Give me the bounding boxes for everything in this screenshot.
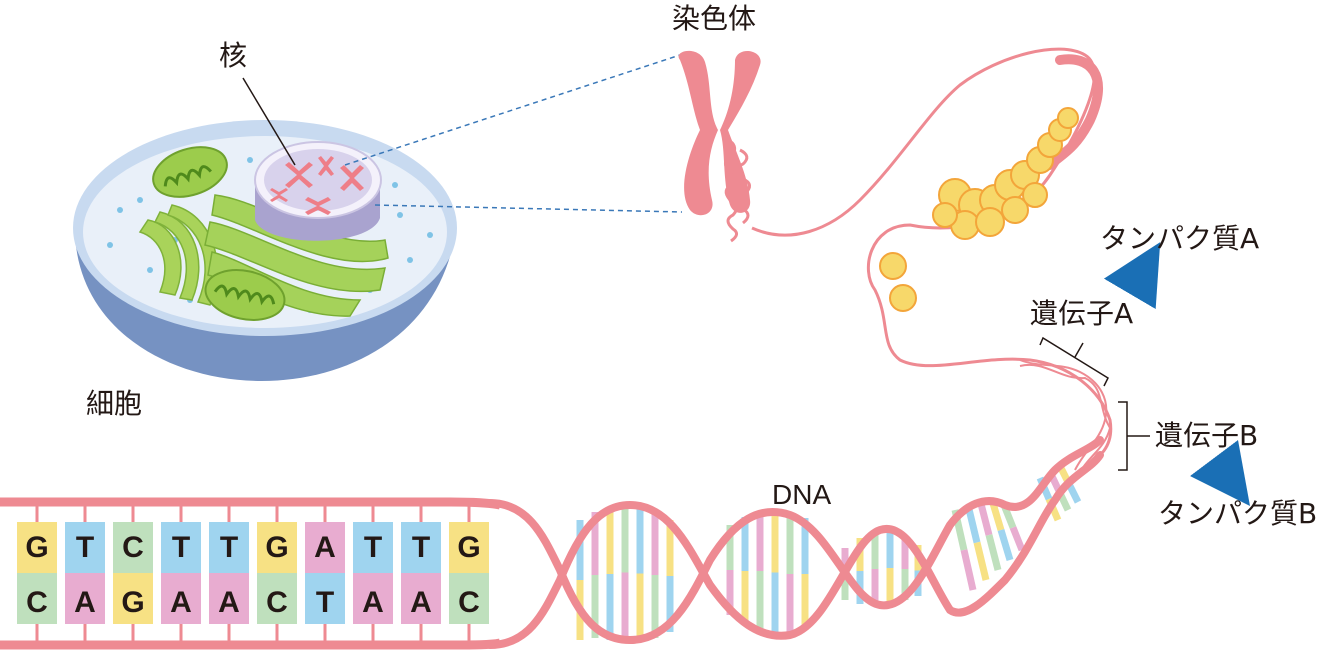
base-bottom: T [316, 586, 334, 619]
base-bottom-block [17, 573, 57, 624]
base-pair: TA [353, 502, 393, 645]
base-top: G [25, 531, 48, 564]
helix-rung [973, 541, 990, 581]
protein-b-arrow [1190, 440, 1250, 506]
base-bottom-block [449, 573, 489, 624]
base-top-block [161, 522, 201, 573]
base-bottom-block [65, 573, 105, 624]
helix-rung [960, 549, 977, 591]
base-pair: CG [113, 502, 153, 645]
base-bottom-block [113, 573, 153, 624]
chromosome-uncoil [723, 138, 751, 243]
base-bottom: G [121, 586, 144, 619]
base-pair: TA [401, 502, 441, 645]
chromatin-fiber [751, 47, 1113, 472]
mitochondrion-top [152, 146, 228, 198]
base-top: A [314, 531, 336, 564]
base-top: T [76, 531, 94, 564]
zoom-line-top [344, 54, 681, 166]
protein-a-label: タンパク質A [1100, 222, 1260, 255]
base-bottom-block [209, 573, 249, 624]
base-pair: AT [305, 502, 345, 645]
base-bottom-block [305, 573, 345, 624]
base-bottom-block [401, 573, 441, 624]
base-top: T [412, 531, 430, 564]
cell-label: 細胞 [86, 387, 143, 420]
nucleosome-single [879, 252, 917, 312]
base-top: T [172, 531, 190, 564]
ladder-rail-top [0, 497, 501, 510]
gene-a-bracket [1039, 336, 1109, 387]
protein-a-arrow [1103, 242, 1161, 310]
helix-strand-1 [486, 436, 1104, 645]
base-bottom: A [362, 586, 384, 619]
base-bottom-block [257, 573, 297, 624]
mitochondrion-bottom [204, 269, 286, 321]
base-pair: GC [449, 502, 489, 645]
base-bottom: A [74, 586, 96, 619]
base-top-block [353, 522, 393, 573]
chromatin-thick [1045, 54, 1104, 170]
ladder-rail-bottom [0, 638, 501, 650]
helix-rung [1065, 482, 1082, 504]
base-top: T [220, 531, 238, 564]
base-bottom-block [353, 573, 393, 624]
dna-label: DNA [772, 479, 832, 510]
base-top: C [122, 531, 144, 564]
base-top-block [305, 522, 345, 573]
base-pair: GC [17, 502, 57, 645]
helix-rung [997, 528, 1014, 562]
nucleosome-cluster [932, 107, 1079, 240]
base-bottom: C [26, 586, 48, 619]
nucleus-label: 核 [219, 39, 248, 72]
base-top: G [457, 531, 480, 564]
base-pair: TA [209, 502, 249, 645]
gene-b-label: 遺伝子B [1155, 419, 1259, 452]
chromosome-label: 染色体 [672, 2, 757, 35]
base-pair: TA [161, 502, 201, 645]
base-top: T [364, 531, 382, 564]
base-top-block [113, 522, 153, 573]
base-top-block [65, 522, 105, 573]
base-top-block [17, 522, 57, 573]
base-bottom: A [410, 586, 432, 619]
nucleus [254, 141, 382, 241]
golgi-apparatus [138, 204, 219, 306]
helix-rung [985, 534, 1002, 571]
base-bottom: C [266, 586, 288, 619]
chromosome [678, 50, 761, 216]
gene-b-bracket [1118, 401, 1150, 471]
nucleus-leader-line [242, 77, 296, 166]
base-pair: TA [65, 502, 105, 645]
helix-strand-2 [486, 451, 1104, 649]
zoom-line-bottom [374, 204, 683, 213]
base-top-block [401, 522, 441, 573]
cell [73, 77, 457, 382]
gene-a-label: 遺伝子A [1030, 297, 1134, 330]
base-top: G [265, 531, 288, 564]
base-bottom: A [170, 586, 192, 619]
helix-rung [1009, 526, 1026, 552]
base-pair: GC [257, 502, 297, 645]
base-bottom: A [218, 586, 240, 619]
base-top-block [449, 522, 489, 573]
base-top-block [209, 522, 249, 573]
protein-b-label: タンパク質B [1158, 497, 1318, 530]
base-bottom: C [458, 586, 480, 619]
base-top-block [257, 522, 297, 573]
nucleus-chromosomes [270, 156, 364, 215]
base-bottom-block [161, 573, 201, 624]
